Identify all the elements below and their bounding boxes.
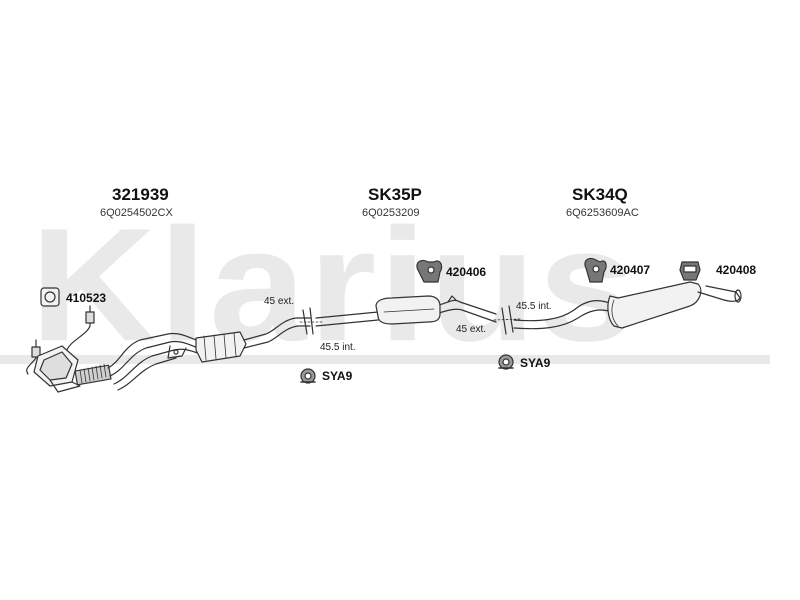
joint-2-ext-diameter: 45 ext. — [456, 324, 487, 335]
hanger-part-number-2: 420407 — [610, 263, 651, 277]
gasket-icon — [40, 287, 60, 307]
bracket-icon — [167, 345, 187, 359]
lambda-sensor-icon-2 — [65, 305, 95, 353]
down-pipe-icon — [107, 332, 201, 391]
tailpipe-icon — [697, 285, 742, 303]
clamp-part-number-1: SYA9 — [322, 369, 353, 383]
hanger-420406-icon — [416, 259, 443, 283]
centre-silencer-icon — [375, 295, 441, 325]
joint-1-int-diameter: 45.5 int. — [320, 342, 356, 353]
clamp-sya9-icon-2 — [498, 354, 514, 370]
catalytic-converter-icon — [33, 345, 81, 393]
rear-pipe-icon — [513, 300, 613, 330]
watermark-logo: Klarius — [30, 195, 638, 376]
hanger-part-number-3: 420408 — [716, 263, 757, 277]
joint-2-int-diameter: 45.5 int. — [516, 301, 552, 312]
section-part-number-2: SK35P — [368, 185, 422, 204]
lambda-sensor-icon — [26, 339, 41, 375]
section-oem-number-2: 6Q0253209 — [362, 207, 420, 219]
rear-silencer-icon — [607, 281, 702, 329]
section-oem-number-3: 6Q6253609AC — [566, 207, 639, 219]
section-part-number-1: 321939 — [112, 185, 169, 204]
pipe-joint-1 — [299, 307, 323, 335]
hanger-part-number-1: 420406 — [446, 265, 487, 279]
gasket-part-number: 410523 — [66, 291, 107, 305]
clamp-sya9-icon — [300, 368, 316, 384]
section-part-number-3: SK34Q — [572, 185, 628, 204]
joint-1-ext-diameter: 45 ext. — [264, 296, 295, 307]
clamp-part-number-2: SYA9 — [520, 356, 551, 370]
section-oem-number-1: 6Q0254502CX — [100, 207, 173, 219]
hanger-420407-icon — [584, 257, 607, 283]
flexible-pipe-icon — [74, 363, 112, 386]
front-silencer-icon — [195, 331, 247, 363]
intermediate-pipe-icon — [243, 317, 311, 349]
hanger-420408-icon — [679, 261, 701, 281]
pipe-joint-2 — [493, 305, 521, 335]
watermark-underline — [0, 355, 770, 364]
